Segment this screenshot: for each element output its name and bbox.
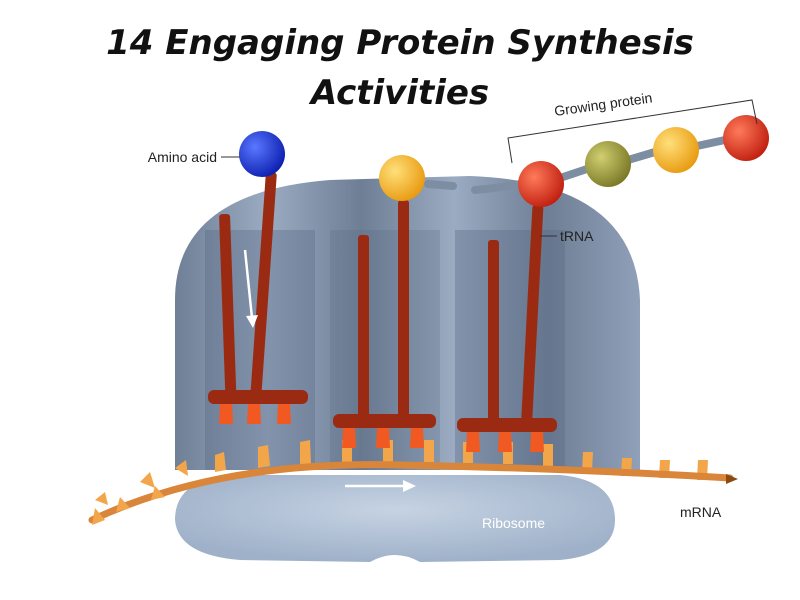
amino-acid-red-attached [518, 161, 564, 207]
growing-protein-label: Growing protein [553, 89, 653, 119]
amino-acid-olive [585, 141, 631, 187]
trna-3 [457, 205, 557, 452]
amino-acid-label: Amino acid [148, 149, 217, 165]
title-line-1: 14 Engaging Protein Synthesis [106, 23, 694, 63]
amino-acid-red-end [723, 115, 769, 161]
mrna-direction-arrow [345, 480, 416, 492]
amino-acid-blue [239, 131, 285, 177]
ribosome-small-subunit [175, 475, 615, 562]
ribosome-label: Ribosome [482, 515, 545, 531]
trna-2 [333, 200, 436, 448]
mrna-lower-teeth [92, 486, 165, 525]
mrna-strand [88, 461, 734, 524]
mrna-end-arrow [726, 474, 738, 484]
growing-protein-bracket [507, 99, 758, 164]
growing-protein-chain [424, 115, 769, 207]
amino-acid-yellow-chain [653, 127, 699, 173]
amino-acid-yellow [379, 155, 425, 201]
trna-label: tRNA [560, 228, 594, 244]
trna-1 [208, 172, 308, 424]
page-title: 14 Engaging Protein Synthesis Activities [0, 18, 800, 118]
mrna-label: mRNA [680, 504, 722, 520]
title-line-2: Activities [310, 73, 490, 113]
incoming-trna-arrow [243, 249, 258, 328]
